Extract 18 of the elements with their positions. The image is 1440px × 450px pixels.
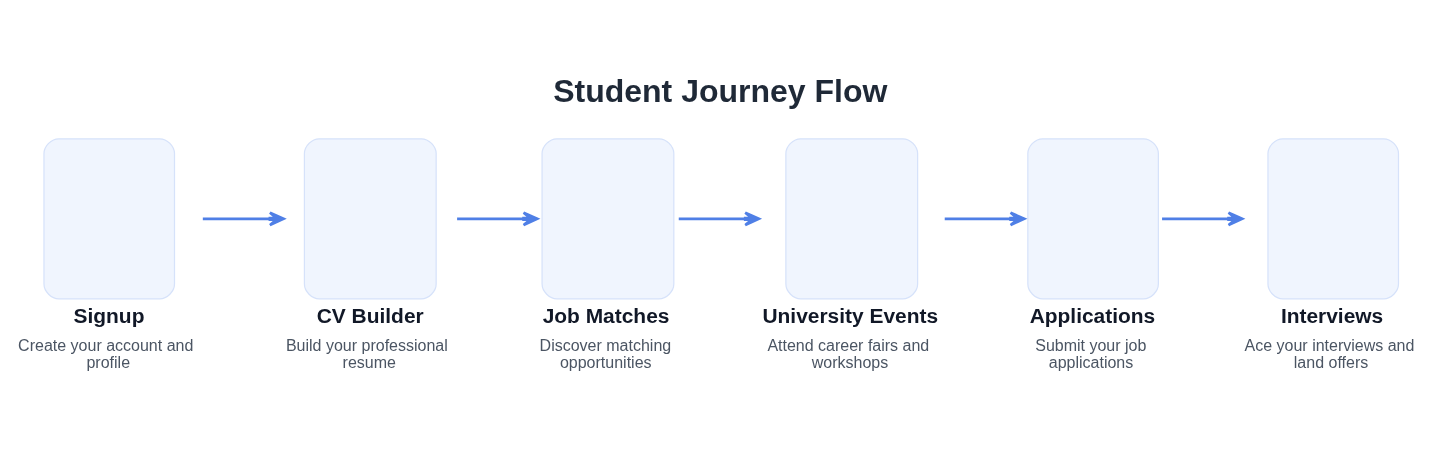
node-label: Interviews xyxy=(1280,304,1384,328)
arrow xyxy=(678,211,761,227)
node-label: CV Builder xyxy=(316,304,424,328)
node-label: Job Matches xyxy=(542,304,670,328)
node-label: Attend career fairs and workshops xyxy=(767,337,930,372)
node-label: Discover matching opportunities xyxy=(539,337,672,372)
node-label: Submit your job applications xyxy=(1035,337,1147,372)
arrow xyxy=(1162,211,1244,227)
node-label: Signup xyxy=(73,304,145,328)
arrow xyxy=(944,211,1026,227)
node-label: Applications xyxy=(1029,304,1156,328)
arrow xyxy=(202,211,285,227)
arrow xyxy=(457,211,539,227)
node-label: Ace your interviews and land offers xyxy=(1244,337,1415,372)
node-label: Build your professional resume xyxy=(285,337,448,372)
node-label: Create your account and profile xyxy=(18,337,194,372)
node-label: University Events xyxy=(762,304,939,328)
diagram-title: Student Journey Flow xyxy=(553,73,888,110)
